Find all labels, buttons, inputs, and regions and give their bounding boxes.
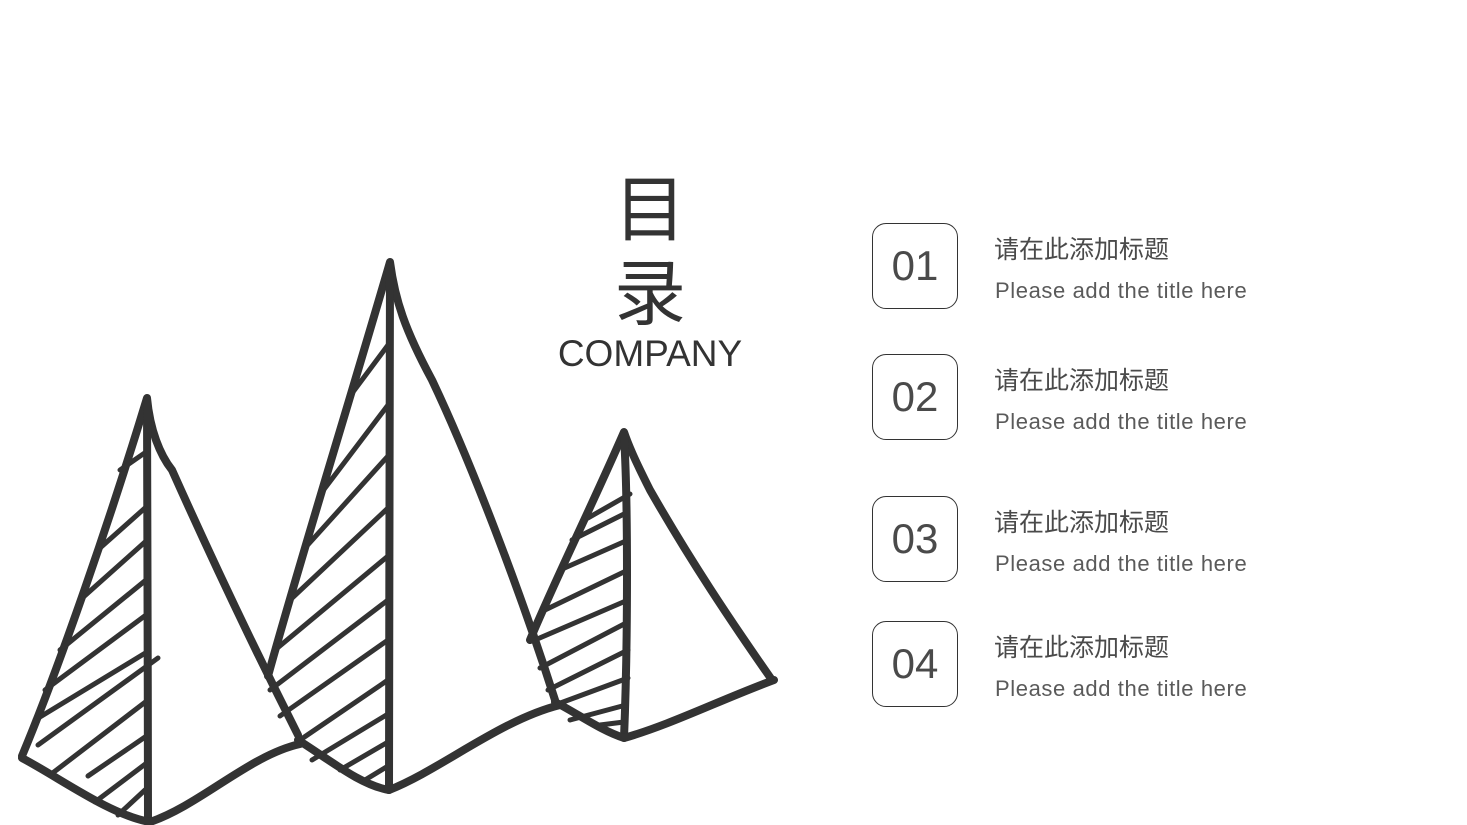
pyramid-right (526, 428, 778, 742)
toc-number-badge: 04 (872, 621, 958, 707)
pyramid-left-hatching (32, 449, 161, 818)
toc-item-04[interactable]: 04 请在此添加标题 Please add the title here (872, 621, 1292, 709)
toc-title: 请在此添加标题 (994, 366, 1170, 395)
heading: 目 录 COMPANY (540, 168, 760, 374)
toc-title: 请在此添加标题 (994, 235, 1170, 264)
toc-title: 请在此添加标题 (994, 508, 1170, 537)
pyramid-right-hatching (532, 491, 633, 728)
toc-number-badge: 02 (872, 354, 958, 440)
pyramid-middle (264, 258, 564, 794)
toc-item-02[interactable]: 02 请在此添加标题 Please add the title here (872, 354, 1292, 442)
pyramid-middle-hatching (267, 342, 391, 783)
toc-description: Please add the title here (995, 676, 1248, 701)
pyramid-left (18, 394, 304, 825)
toc-title: 请在此添加标题 (994, 633, 1170, 662)
toc-number-badge: 01 (872, 223, 958, 309)
toc-description: Please add the title here (995, 551, 1248, 576)
toc-description: Please add the title here (995, 409, 1248, 434)
page-subtitle: COMPANY (557, 333, 743, 374)
toc-item-03[interactable]: 03 请在此添加标题 Please add the title here (872, 496, 1292, 584)
toc-description: Please add the title here (995, 278, 1248, 303)
toc-item-01[interactable]: 01 请在此添加标题 Please add the title here (872, 223, 1292, 311)
toc-number-badge: 03 (872, 496, 958, 582)
page-title: 目 录 (613, 168, 704, 336)
